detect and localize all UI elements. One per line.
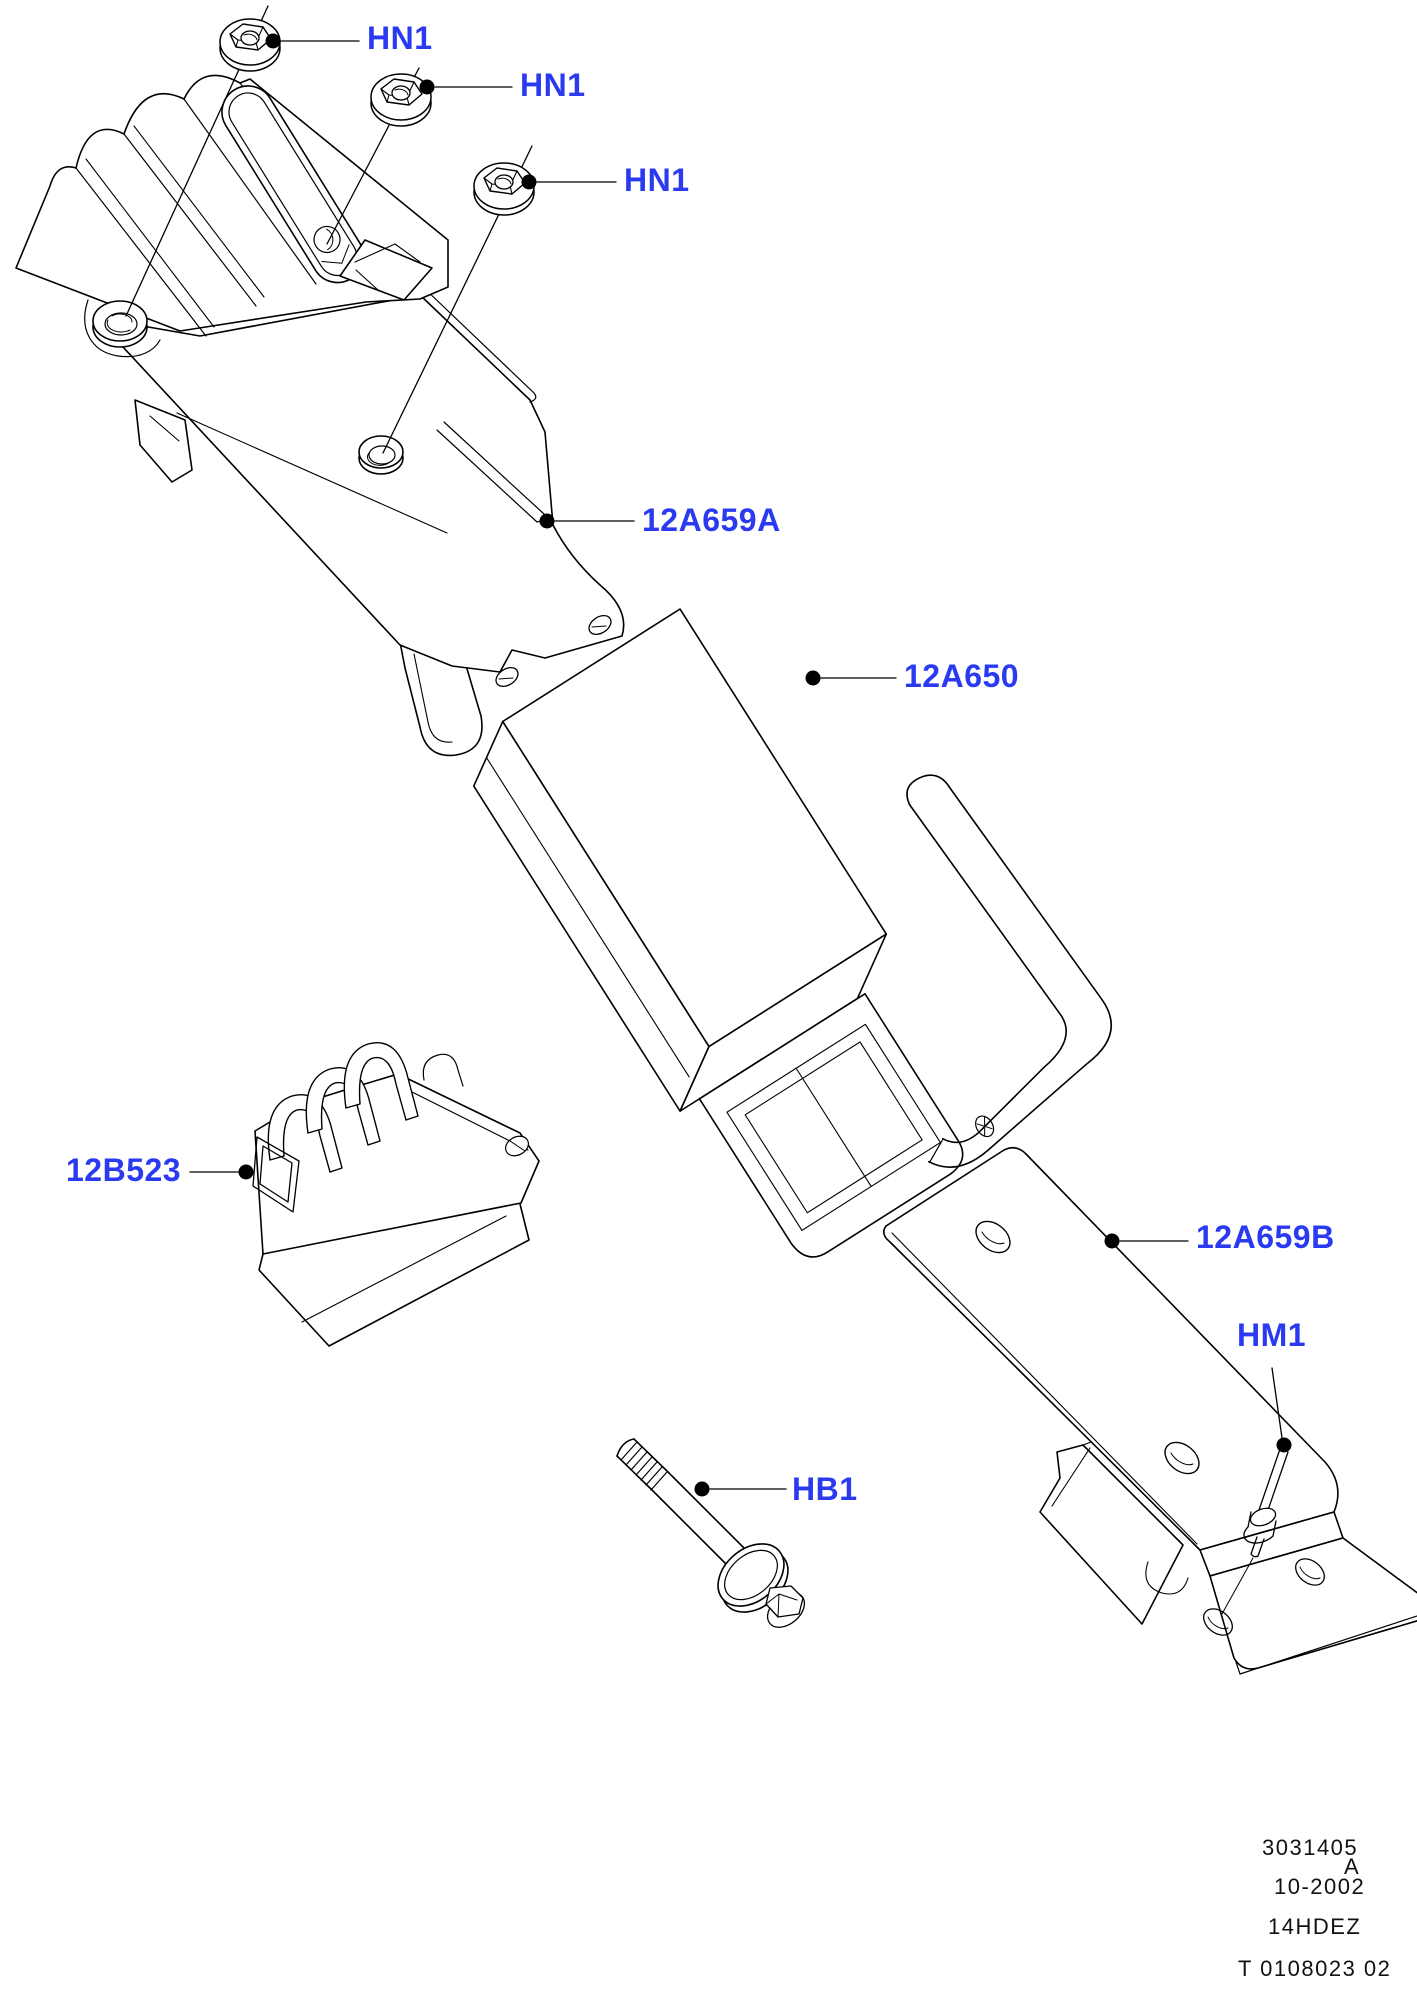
footer-code: 14HDEZ xyxy=(1268,1914,1362,1939)
footer-revision: A xyxy=(1344,1854,1361,1879)
callout-leaders xyxy=(189,33,1292,1497)
part-label-hm1[interactable]: HM1 xyxy=(1237,1317,1307,1353)
ecu-module-12a650 xyxy=(472,608,1113,1258)
footer-part-number: 3031405 xyxy=(1262,1835,1359,1860)
callout-dot-12a650 xyxy=(805,670,821,686)
callout-dot-hm1 xyxy=(1276,1437,1292,1453)
part-label-12a650[interactable]: 12A650 xyxy=(904,658,1020,694)
footer-doc-ref: T 0108023 02 xyxy=(1238,1956,1392,1981)
part-label-hn1-c[interactable]: HN1 xyxy=(624,162,690,198)
callout-dot-hn1-b xyxy=(419,79,435,95)
stud-hm1 xyxy=(1221,1448,1289,1615)
part-label-hn1-a[interactable]: HN1 xyxy=(367,20,433,56)
connector-12b523 xyxy=(252,1042,540,1347)
callout-dot-hn1-c xyxy=(521,174,537,190)
flange-nut-3 xyxy=(473,162,535,216)
part-label-hn1-b[interactable]: HN1 xyxy=(520,67,586,103)
footer-date: 10-2002 xyxy=(1274,1874,1366,1899)
part-label-hb1[interactable]: HB1 xyxy=(792,1471,858,1507)
part-label-12a659a[interactable]: 12A659A xyxy=(642,502,781,538)
callout-dot-12a659a xyxy=(539,513,555,529)
bracket-lower-12a659b xyxy=(882,1146,1417,1675)
callout-dot-hb1 xyxy=(694,1481,710,1497)
ecu-handle xyxy=(906,774,1113,1168)
callout-dot-12a659b xyxy=(1104,1233,1120,1249)
part-label-12a659b[interactable]: 12A659B xyxy=(1196,1219,1335,1255)
part-label-12b523[interactable]: 12B523 xyxy=(66,1152,182,1188)
callout-dot-12b523 xyxy=(238,1164,254,1180)
callout-dot-hn1-a xyxy=(265,33,281,49)
bolt-hb1 xyxy=(616,1438,806,1628)
bracket-upper-12a659a xyxy=(15,74,625,757)
